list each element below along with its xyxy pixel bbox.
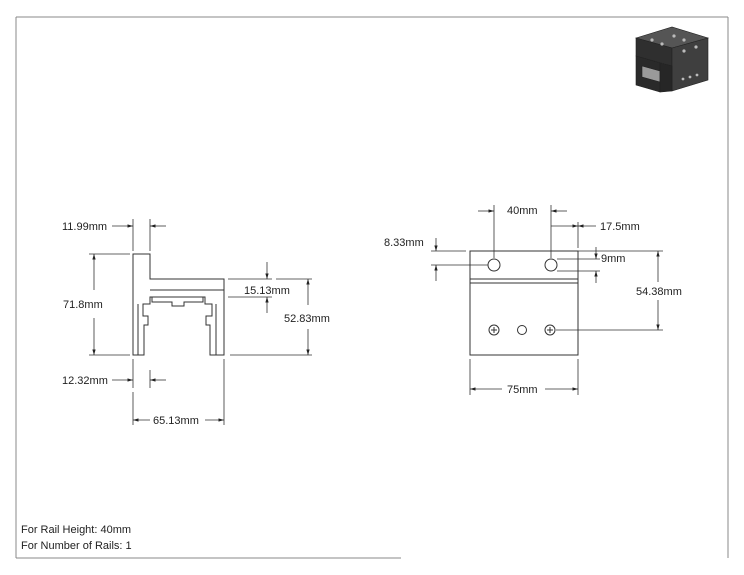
dim-edge-offset <box>551 222 596 248</box>
dim-width <box>469 359 579 395</box>
sheet-border <box>15 16 729 559</box>
dim-bottom-thickness <box>112 359 166 388</box>
dim-label-hole-diameter: 9mm <box>601 253 625 265</box>
dim-label-height: 71.8mm <box>63 299 103 311</box>
screw-hole <box>488 324 556 336</box>
dim-label-edge-offset: 17.5mm <box>600 221 640 233</box>
dim-total-width <box>132 359 225 425</box>
dim-top-offset <box>431 238 488 281</box>
dim-label-right-height: 52.83mm <box>284 313 330 325</box>
dim-hole-diameter <box>557 247 600 283</box>
dim-hole-spacing <box>478 205 567 258</box>
note-rail-count: For Number of Rails: 1 <box>21 540 132 552</box>
front-view: 40mm 17.5mm 8.33mm 9mm <box>384 205 682 396</box>
dim-top-thickness <box>112 219 166 251</box>
note-rail-height: For Rail Height: 40mm <box>21 524 132 536</box>
dim-mount-offset <box>556 250 663 331</box>
dim-inner-depth <box>228 262 272 313</box>
isometric-bracket-icon <box>634 26 710 93</box>
dim-height <box>89 253 130 356</box>
dim-label-inner-depth: 15.13mm <box>244 285 290 297</box>
dim-label-mount-offset: 54.38mm <box>636 286 682 298</box>
dim-label-total-width: 65.13mm <box>153 415 199 427</box>
dim-label-hole-spacing: 40mm <box>507 205 538 217</box>
mount-hole <box>487 258 558 272</box>
side-profile <box>132 253 225 356</box>
front-plate <box>469 250 579 356</box>
dim-label-bottom-thickness: 12.32mm <box>62 375 108 387</box>
dim-label-width: 75mm <box>507 384 538 396</box>
dim-label-top-offset: 8.33mm <box>384 237 424 249</box>
dim-label-top-thickness: 11.99mm <box>62 221 107 233</box>
side-view: 11.99mm 71.8mm 15.13mm 52.83mm <box>62 219 330 427</box>
dim-right-height <box>230 278 312 356</box>
